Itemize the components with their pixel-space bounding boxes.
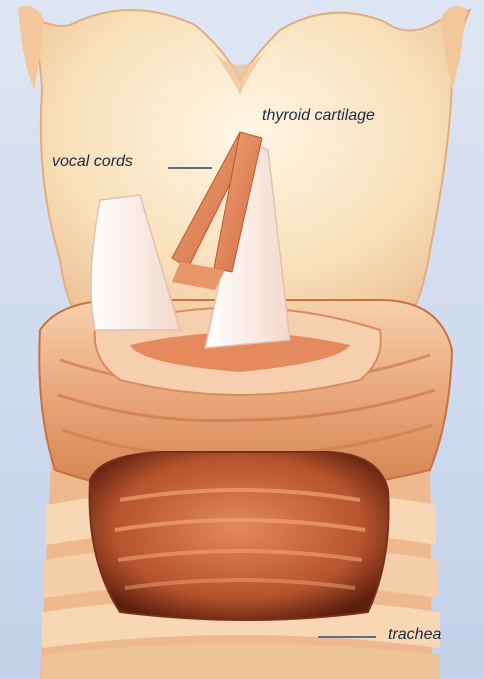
trachea-label: trachea — [388, 627, 441, 643]
thyroid-cartilage-label: thyroid cartilage — [262, 108, 375, 124]
tracheal-lumen — [90, 452, 389, 620]
vocal-cords-label: vocal cords — [52, 154, 133, 170]
